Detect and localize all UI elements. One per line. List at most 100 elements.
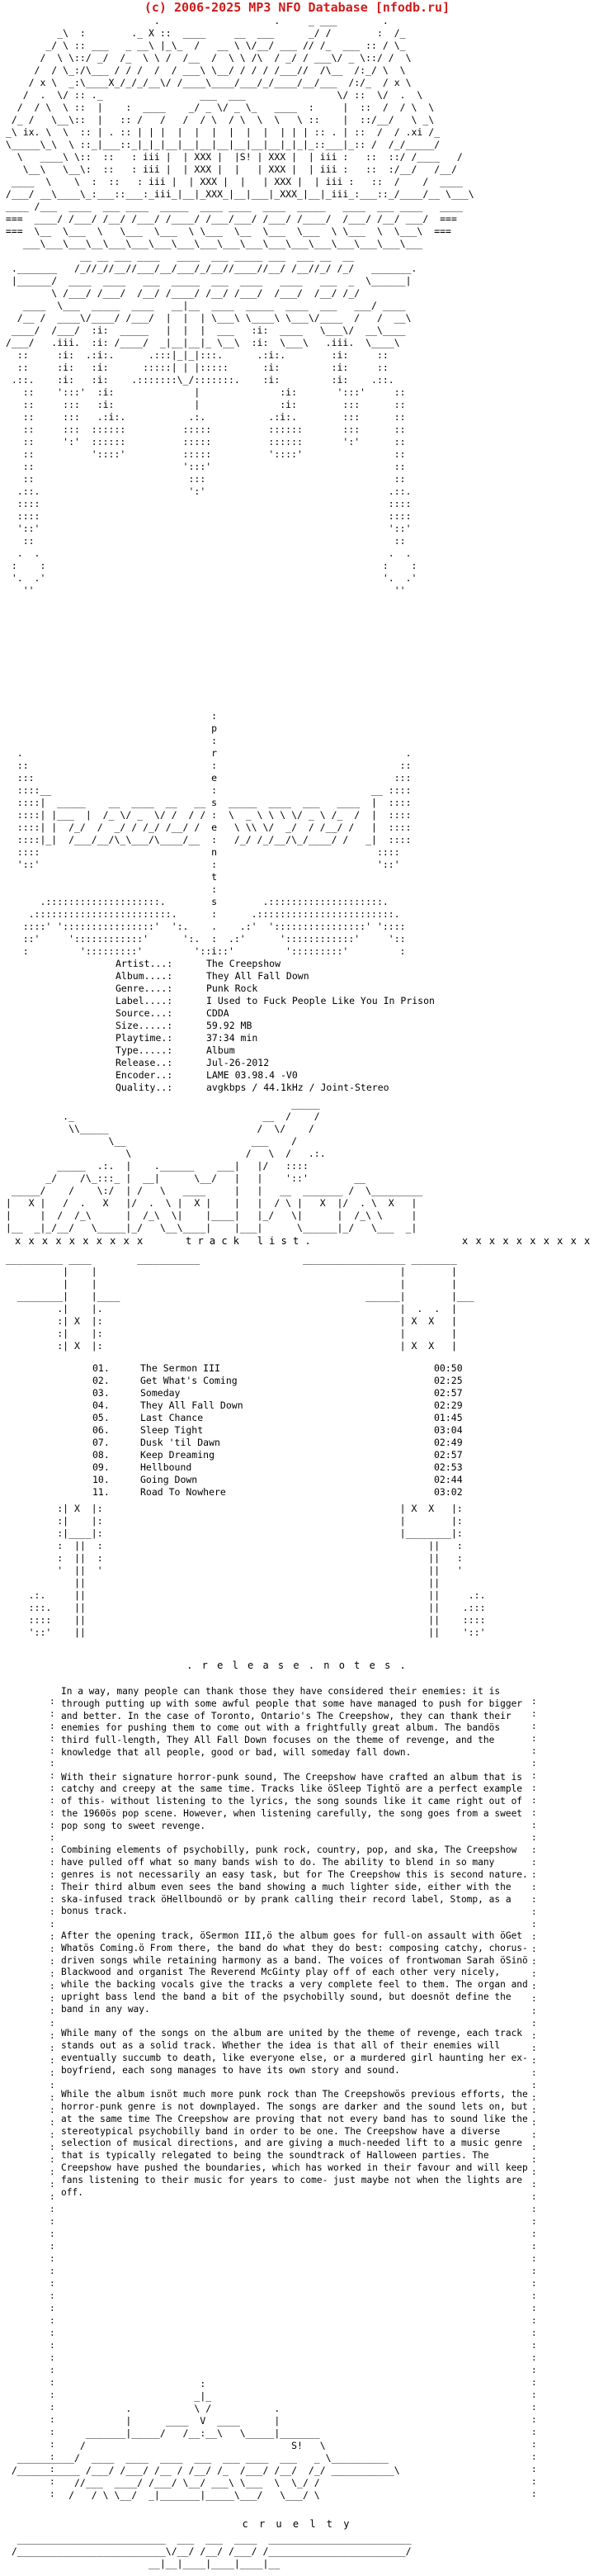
info-value: The Creepshow xyxy=(206,958,281,969)
track-row: 04. They All Fall Down 02:29 xyxy=(58,1399,520,1412)
track-number: 08. xyxy=(92,1449,110,1461)
info-value: They All Fall Down xyxy=(206,970,309,982)
info-row: Quality..: avgkbps / 44.1kHz / Joint-Ster… xyxy=(116,1082,528,1094)
track-row: 10. Going Down 02:44 xyxy=(58,1474,520,1486)
track-duration: 02:57 xyxy=(434,1449,463,1461)
track-duration: 02:25 xyxy=(434,1375,463,1386)
info-key: Encoder..: xyxy=(116,1069,173,1081)
info-key: Label....: xyxy=(116,995,173,1006)
track-name: Get What's Coming xyxy=(140,1375,238,1386)
track-number: 03. xyxy=(92,1387,110,1399)
track-number: 02. xyxy=(92,1375,110,1386)
ascii-art-tracklist-bottom: :| X |: | X X |: :| |: | |: :|____|: xyxy=(28,1503,486,1638)
track-number: 01. xyxy=(92,1362,110,1374)
info-value: I Used to Fuck People Like You In Prison xyxy=(206,995,435,1006)
info-key: Release..: xyxy=(116,1057,173,1068)
track-row: 08. Keep Dreaming 02:57 xyxy=(58,1449,520,1461)
track-row: 02. Get What's Coming 02:25 xyxy=(58,1375,520,1387)
info-key: Quality..: xyxy=(116,1082,173,1093)
info-key: Artist...: xyxy=(116,958,173,969)
info-key: Album....: xyxy=(116,970,173,982)
release-notes-title: . r e l e a s e . n o t e s . xyxy=(186,1660,408,1671)
track-name: Last Chance xyxy=(140,1412,204,1423)
track-duration: 03:04 xyxy=(434,1424,463,1436)
info-row: Encoder..: LAME 03.98.4 -V0 xyxy=(116,1069,528,1082)
info-row: Source...:CDDA xyxy=(116,1007,528,1020)
nfodb-banner: (c) 2006-2025 MP3 NFO Database [nfodb.ru… xyxy=(144,0,450,15)
ascii-art-footer-bottom: __________________________ ___ ___ ____ … xyxy=(11,2533,412,2569)
tracklist-x-left: x x x x x x x x x x xyxy=(15,1235,144,1247)
track-number: 10. xyxy=(92,1474,110,1485)
tracklist-x-right: x x x x x x x x x x xyxy=(462,1235,592,1247)
release-note-paragraph: With their signature horror-punk sound, … xyxy=(61,1771,523,1831)
track-name: Keep Dreaming xyxy=(140,1449,215,1461)
track-row: 03. Someday 02:57 xyxy=(58,1387,520,1399)
track-name: Road To Nowhere xyxy=(140,1486,226,1498)
release-note-paragraph: While the album isnöt much more punk roc… xyxy=(61,2089,528,2198)
footer-label: c r u e l t y xyxy=(242,2518,352,2530)
track-row: 09. Hellbound 02:53 xyxy=(58,1461,520,1474)
release-notes: : : : : : : : : : : : : : : : : : : : : … xyxy=(50,1686,537,2512)
release-note-paragraph: While many of the songs on the album are… xyxy=(61,2028,528,2076)
info-value: avgkbps / 44.1kHz / Joint-Stereo xyxy=(206,1082,389,1093)
release-note-paragraph: After the opening track, öSermon III,ö t… xyxy=(61,1930,528,2015)
track-duration: 02:57 xyxy=(434,1387,463,1399)
ascii-art-tracklist-top: __________ ____ ___________ ____________… xyxy=(5,1253,474,1352)
notes-right-border: : : : : : : : : : : : : : : : : : : : : … xyxy=(531,1696,537,2499)
info-value: 37:34 min xyxy=(206,1032,258,1044)
ascii-art-presents: : p : . r . :: : xyxy=(16,710,412,957)
track-name: Someday xyxy=(140,1387,181,1399)
info-key: Playtime.: xyxy=(116,1032,173,1044)
track-number: 06. xyxy=(92,1424,110,1436)
info-row: Release..: Jul-26-2012 xyxy=(116,1057,528,1069)
track-number: 05. xyxy=(92,1412,110,1423)
track-name: The Sermon III xyxy=(140,1362,220,1374)
tracklist-title: t r a c k l i s t . xyxy=(186,1235,311,1247)
track-duration: 03:02 xyxy=(434,1486,463,1498)
track-duration: 02:29 xyxy=(434,1399,463,1411)
info-key: Size.....: xyxy=(116,1020,173,1031)
track-number: 07. xyxy=(92,1437,110,1448)
info-row: Album....: They All Fall Down xyxy=(116,970,528,983)
track-name: Hellbound xyxy=(140,1461,192,1473)
track-name: Dusk 'til Dawn xyxy=(140,1437,220,1448)
track-number: 09. xyxy=(92,1461,110,1473)
ascii-art-header: . . _ ___ . _\ : ._ X :: ____ __ ___ _/ … xyxy=(5,15,474,386)
info-value: Punk Rock xyxy=(206,983,258,994)
ascii-art-logo: :: ':::' :i: | :i: ':::' :: :: ::: :i: |… xyxy=(11,386,417,596)
info-value: LAME 03.98.4 -V0 xyxy=(206,1069,298,1081)
release-note-paragraph: Combining elements of psychobilly, punk … xyxy=(61,1844,528,1917)
track-duration: 02:53 xyxy=(434,1461,463,1473)
info-row: Type.....: Album xyxy=(116,1044,528,1057)
track-duration: 02:49 xyxy=(434,1437,463,1448)
info-row: Genre....: Punk Rock xyxy=(116,983,528,995)
info-value: 59.92 MB xyxy=(206,1020,252,1031)
info-value: Album xyxy=(206,1044,235,1056)
track-name: Sleep Tight xyxy=(140,1424,204,1436)
track-name: They All Fall Down xyxy=(140,1399,243,1411)
notes-left-border: : : : : : : : : : : : : : : : : : : : : … xyxy=(50,1696,55,2499)
info-key: Genre....: xyxy=(116,983,173,994)
track-list: 01. The Sermon III 00:50 02. Get What's Comi… xyxy=(58,1362,520,1499)
info-key: Type.....: xyxy=(116,1044,173,1056)
track-row: 01. The Sermon III 00:50 xyxy=(58,1362,520,1375)
tracklist-header: x x x x x x x x x x t r a c k l i s t . … xyxy=(0,1234,594,1250)
track-name: Going Down xyxy=(140,1474,198,1485)
ascii-art-divider: _____ ._ __ / / \\_____ / \/ / \__ ___ /… xyxy=(5,1098,423,1234)
info-row: Size.....: 59.92 MB xyxy=(116,1020,528,1032)
info-row: Playtime.: 37:34 min xyxy=(116,1032,528,1044)
track-row: 07. Dusk 'til Dawn 02:49 xyxy=(58,1437,520,1449)
info-key: Source...: xyxy=(116,1007,173,1019)
track-duration: 00:50 xyxy=(434,1362,463,1374)
release-note-paragraph: In a way, many people can thank those th… xyxy=(61,1686,523,1758)
info-row: Label....: I Used to Fuck People Like You… xyxy=(116,995,528,1007)
track-duration: 02:44 xyxy=(434,1474,463,1485)
track-number: 04. xyxy=(92,1399,110,1411)
info-value: Jul-26-2012 xyxy=(206,1057,270,1068)
info-row: Artist...: The Creepshow xyxy=(116,958,528,970)
release-notes-text: In a way, many people can thank those th… xyxy=(61,1686,528,2199)
ascii-art-footer: : _|_ . \ / . | ____ V ____ | _______|__… xyxy=(11,2378,400,2501)
